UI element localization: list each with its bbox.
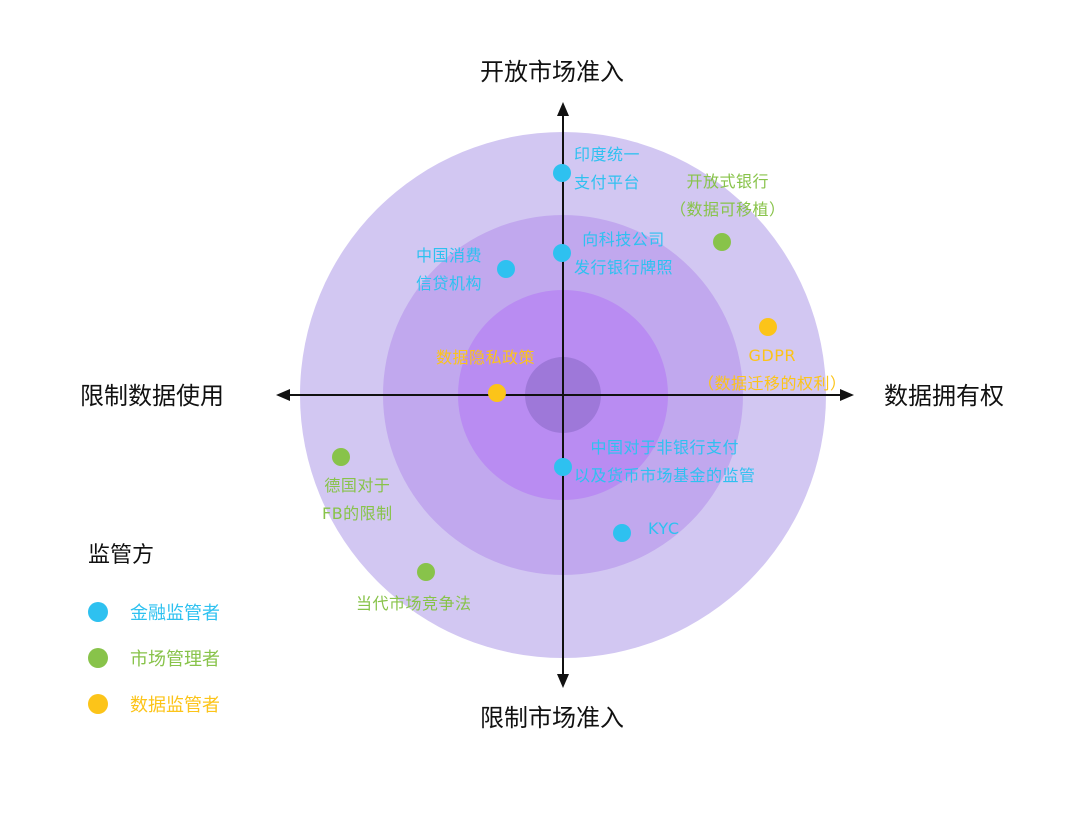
legend-item-market: 市场管理者 bbox=[88, 635, 220, 681]
label-gdpr: GDPR（数据迁移的权利） bbox=[698, 346, 847, 393]
point-china-nonbank bbox=[554, 458, 572, 476]
point-china-consumer-credit bbox=[497, 260, 515, 278]
point-india-upi bbox=[553, 164, 571, 182]
axis-label-bottom: 限制市场准入 bbox=[480, 704, 624, 732]
legend-dot-icon bbox=[88, 694, 108, 714]
point-competition-law bbox=[417, 563, 435, 581]
arrow-down-icon bbox=[557, 674, 569, 688]
point-data-privacy bbox=[488, 384, 506, 402]
legend-label: 数据监管者 bbox=[130, 695, 220, 716]
point-fintech-license bbox=[553, 244, 571, 262]
arrow-left-icon bbox=[276, 389, 290, 401]
legend-item-finance: 金融监管者 bbox=[88, 589, 220, 635]
legend-dot-icon bbox=[88, 602, 108, 622]
label-data-privacy: 数据隐私政策 bbox=[436, 348, 536, 367]
label-india-upi: 印度统一支付平台 bbox=[574, 145, 641, 192]
point-kyc bbox=[613, 524, 631, 542]
legend-label: 市场管理者 bbox=[130, 649, 220, 670]
legend: 监管方 金融监管者 市场管理者 数据监管者 bbox=[88, 545, 220, 727]
point-germany-fb bbox=[332, 448, 350, 466]
legend-dot-icon bbox=[88, 648, 108, 668]
arrow-right-icon bbox=[840, 389, 854, 401]
axis-label-left: 限制数据使用 bbox=[80, 382, 224, 410]
axis-label-top: 开放市场准入 bbox=[480, 58, 624, 86]
label-open-banking: 开放式银行（数据可移植） bbox=[670, 172, 786, 219]
arrow-up-icon bbox=[557, 102, 569, 116]
label-competition-law: 当代市场竞争法 bbox=[356, 594, 472, 613]
legend-item-data: 数据监管者 bbox=[88, 681, 220, 727]
legend-title: 监管方 bbox=[88, 543, 155, 568]
point-open-banking bbox=[713, 233, 731, 251]
label-china-consumer-credit: 中国消费信贷机构 bbox=[416, 246, 483, 293]
label-kyc: KYC bbox=[648, 519, 680, 538]
label-fintech-license: 向科技公司发行银行牌照 bbox=[574, 230, 674, 277]
legend-label: 金融监管者 bbox=[130, 603, 220, 624]
axis-label-right: 数据拥有权 bbox=[884, 382, 1004, 410]
label-china-nonbank: 中国对于非银行支付以及货币市场基金的监管 bbox=[574, 438, 756, 485]
point-gdpr bbox=[759, 318, 777, 336]
